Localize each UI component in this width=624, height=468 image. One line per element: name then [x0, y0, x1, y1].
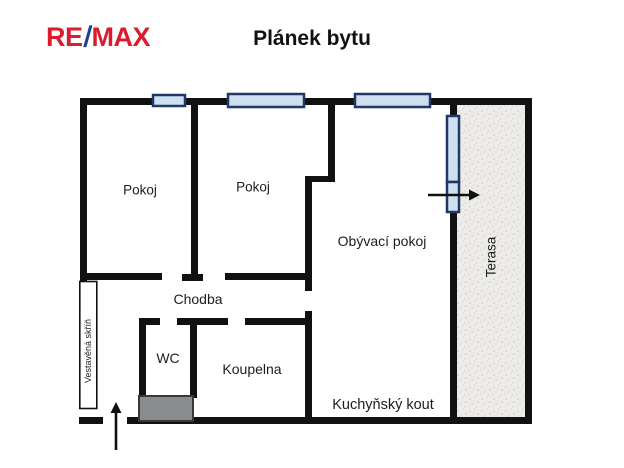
- windows: [151, 92, 461, 214]
- wall-segment-top-outer: [80, 98, 532, 105]
- room-label-terrace: Terasa: [484, 236, 499, 277]
- wall-segment-bedroom-divider-foot: [182, 274, 203, 281]
- window-bedroom1: [151, 93, 187, 108]
- wall-segment-hall-top-left: [80, 273, 162, 280]
- room-label-kitchenette: Kuchyňský kout: [332, 397, 434, 413]
- window-terrace: [445, 114, 461, 184]
- logo-max-text: MAX: [91, 22, 151, 52]
- window-bedroom2: [226, 92, 306, 109]
- gray-block: [138, 395, 194, 422]
- entrance-arrow: [110, 402, 122, 450]
- wall-segment-left-outer: [80, 98, 87, 281]
- wall-segment-right-outer: [525, 98, 532, 424]
- terrace-door-arrow: [428, 189, 480, 201]
- window-living-room: [353, 92, 432, 109]
- room-label-hallway: Chodba: [173, 291, 222, 307]
- logo-re-text: RE: [46, 22, 83, 52]
- room-label-bedroom2: Pokoj: [236, 180, 270, 195]
- wall-segment-kitchen-bath: [305, 311, 312, 417]
- room-label-living-room: Obývací pokoj: [338, 233, 427, 249]
- wall-segment-bedroom2-living: [328, 105, 335, 178]
- wall-segment-bath-top-right: [245, 318, 305, 325]
- wall-segment-wc-top-mid: [177, 318, 228, 325]
- room-label-wardrobe: Vestavěná skříň: [83, 319, 93, 383]
- room-label-wc: WC: [156, 350, 179, 366]
- wall-segment-jog: [305, 176, 335, 182]
- wall-segment-bedroom-divider: [191, 105, 198, 276]
- wall-segment-hall-top-right: [225, 273, 312, 280]
- page-title: Plánek bytu: [253, 27, 371, 50]
- wall-segment-living-hall: [305, 180, 312, 291]
- terrace-area: [456, 104, 526, 418]
- room-labels: Pokoj Pokoj Obývací pokoj Chodba WC Koup…: [83, 180, 499, 414]
- wall-segment-wc-top-left: [139, 318, 160, 325]
- built-in-wardrobe: [79, 280, 98, 410]
- wall-segment-terrace-top: [450, 105, 457, 117]
- room-label-bedroom1: Pokoj: [123, 183, 157, 198]
- wall-segment-terrace-bottom: [450, 212, 457, 417]
- wall-segment-bottom-left: [79, 417, 103, 424]
- walls: [79, 98, 532, 424]
- wall-segment-bottom-main: [127, 417, 532, 424]
- wall-segment-wc-left: [139, 318, 146, 400]
- remax-logo: RE/MAX: [46, 21, 151, 53]
- room-label-bathroom: Koupelna: [222, 361, 281, 377]
- door-terrace: [445, 180, 461, 214]
- wall-segment-wc-bath-divider: [190, 318, 197, 398]
